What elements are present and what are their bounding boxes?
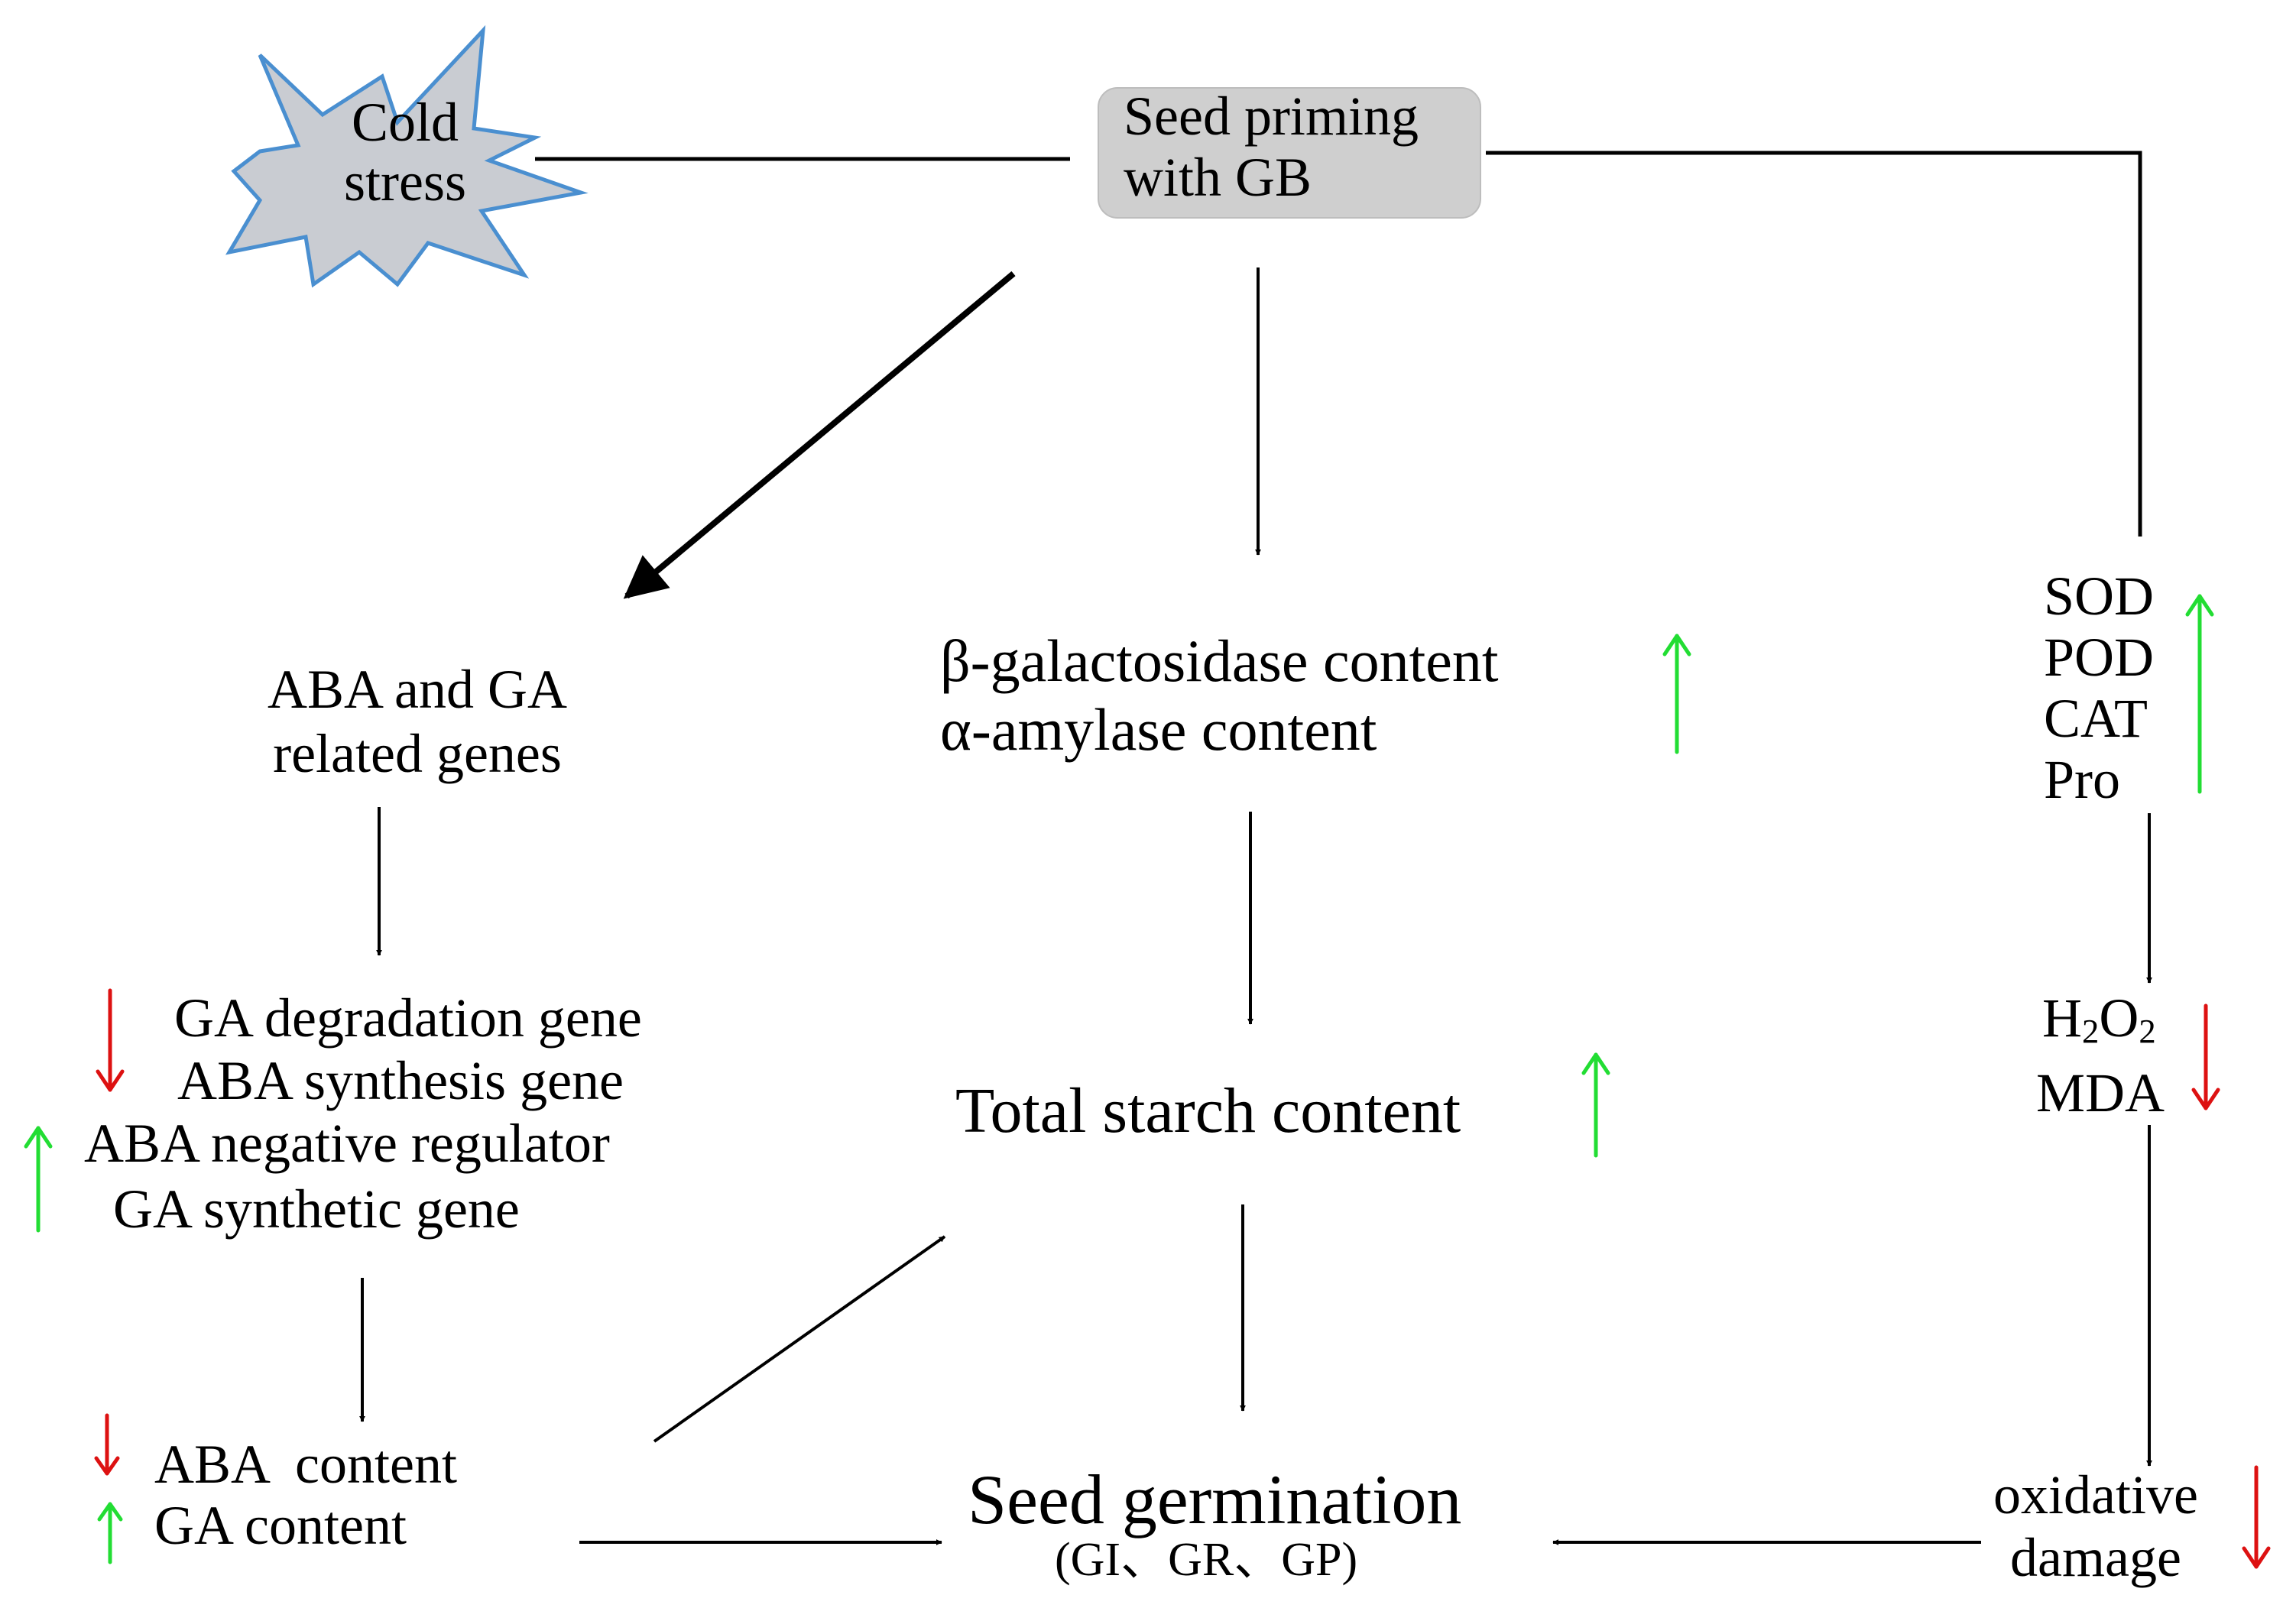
seed-priming-line2: with GB xyxy=(1124,147,1312,208)
antioxidant-pod: POD xyxy=(2044,627,2155,688)
gene-change-4: GA synthetic gene xyxy=(113,1178,520,1240)
arrow-priming-to-genes xyxy=(623,271,1016,599)
h2o2-h: H xyxy=(2042,987,2082,1049)
gene-change-3: ABA negative regulator xyxy=(84,1113,610,1174)
hormone-aba-content: ABA content xyxy=(154,1434,457,1495)
node-cold-stress: Cold stress xyxy=(344,95,466,209)
aba-ga-genes-line1: ABA and GA xyxy=(268,659,567,720)
increase-arrow-gene-changes xyxy=(24,1126,53,1233)
enzyme-beta-galactosidase: β-galactosidase content xyxy=(940,627,1499,694)
increase-arrow-ga-content xyxy=(97,1502,123,1564)
node-seed-germination: Seed germination xyxy=(968,1460,1462,1538)
node-seed-priming-box xyxy=(1098,87,1481,219)
node-aba-ga-genes: ABA and GA related genes xyxy=(268,662,567,781)
hormone-ga-content: GA content xyxy=(154,1495,407,1556)
aba-ga-genes-line2: related genes xyxy=(273,723,562,784)
antioxidant-cat: CAT xyxy=(2044,688,2148,749)
node-h2o2: H2O2 xyxy=(2042,987,2156,1049)
h2o2-sub2: 2 xyxy=(2139,1012,2156,1051)
node-total-starch: Total starch content xyxy=(955,1075,1461,1146)
connector-priming-to-antioxidants xyxy=(1486,151,2142,537)
increase-arrow-enzymes xyxy=(1662,634,1691,754)
oxidative-line2: damage xyxy=(2010,1527,2181,1588)
decrease-arrow-aba-content xyxy=(94,1413,120,1476)
antioxidant-sod: SOD xyxy=(2044,566,2155,627)
cold-stress-line1: Cold xyxy=(351,92,459,153)
h2o2-o: O xyxy=(2099,987,2139,1049)
cold-stress-starburst xyxy=(225,24,589,288)
node-mda: MDA xyxy=(2036,1062,2165,1123)
gene-change-1: GA degradation gene xyxy=(174,987,642,1049)
cold-stress-line2: stress xyxy=(344,151,466,212)
enzyme-alpha-amylase: α-amylase content xyxy=(940,696,1377,763)
germination-indices: (GI、GR、GP) xyxy=(1055,1534,1358,1586)
increase-arrow-antioxidants xyxy=(2185,594,2214,794)
gene-change-2: ABA synthesis gene xyxy=(177,1050,624,1111)
arrow-hormones-to-starch xyxy=(653,1235,946,1443)
node-antioxidants: SOD POD CAT Pro xyxy=(2044,569,2154,807)
seed-priming-line1: Seed priming xyxy=(1124,86,1419,147)
antioxidant-pro: Pro xyxy=(2044,749,2121,810)
decrease-arrow-ros xyxy=(2191,1003,2220,1110)
node-seed-priming: Seed priming with GB xyxy=(1124,89,1419,205)
oxidative-line1: oxidative xyxy=(1993,1464,2198,1525)
increase-arrow-starch xyxy=(1581,1052,1610,1158)
decrease-arrow-gene-changes xyxy=(96,988,125,1092)
decrease-arrow-oxidative xyxy=(2242,1465,2271,1569)
h2o2-sub1: 2 xyxy=(2082,1012,2100,1051)
node-oxidative-damage: oxidative damage xyxy=(1993,1467,2198,1585)
